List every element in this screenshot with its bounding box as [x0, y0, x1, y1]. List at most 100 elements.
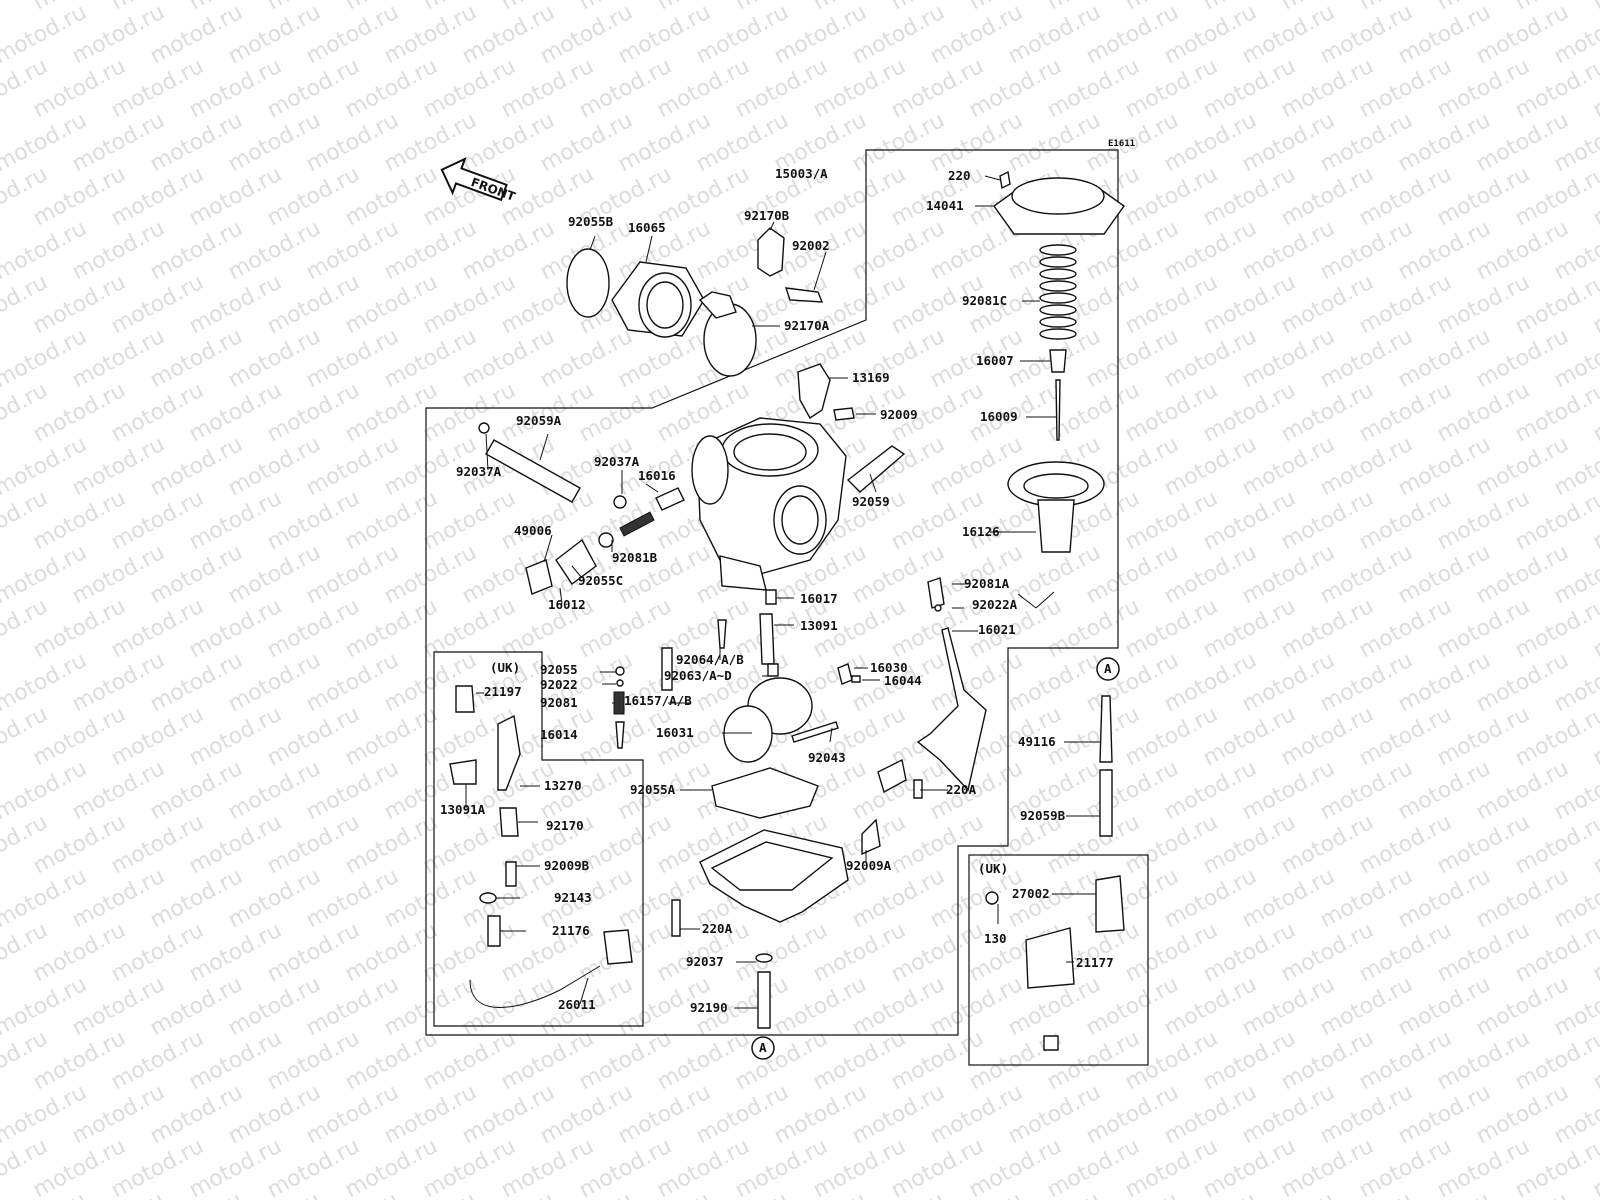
label-13169: 13169	[852, 370, 890, 385]
clip-92037	[755, 953, 773, 963]
spring-92081a	[927, 577, 945, 609]
spring-92081	[613, 691, 625, 715]
holder-13091a	[449, 759, 477, 785]
carburetor-body	[478, 363, 906, 595]
sensor-21176	[487, 915, 501, 947]
label-92009a: 92009A	[846, 858, 892, 873]
connector-markers: A A	[751, 657, 1120, 1060]
clip-92037a-right	[613, 495, 627, 509]
clip-16044	[851, 675, 861, 683]
tube-92059b	[1099, 769, 1113, 837]
label-13091a: 13091A	[440, 802, 486, 817]
o-ring-92055c	[598, 532, 614, 548]
label-92022a: 92022A	[972, 597, 1018, 612]
tube-92059	[846, 445, 906, 493]
clamp-92170	[499, 807, 519, 837]
screw-92009b	[505, 861, 517, 887]
clamp-screw-head	[698, 291, 737, 319]
label-16031: 16031	[656, 725, 694, 740]
label-92143: 92143	[554, 890, 592, 905]
label-92059: 92059	[852, 494, 890, 509]
label-16017: 16017	[800, 591, 838, 606]
connector-bottom-label: A	[759, 1040, 767, 1055]
label-16012: 16012	[548, 597, 586, 612]
watermark-text: motod.ru	[1589, 0, 1600, 15]
solenoid-21177	[1025, 927, 1075, 989]
label-92037: 92037	[686, 954, 724, 969]
washer-92022a	[934, 604, 942, 612]
label-49116: 49116	[1018, 734, 1056, 749]
diagram-code: E1611	[1108, 139, 1135, 149]
part-labels: E1611 15003/A 220 14041 92055B 16065 921…	[440, 139, 1135, 1015]
jet-16157	[661, 647, 673, 691]
label-130: 130	[984, 931, 1007, 946]
label-16126: 16126	[962, 524, 1000, 539]
label-92081b: 92081B	[612, 550, 658, 565]
label-16009: 16009	[980, 409, 1018, 424]
label-92002: 92002	[792, 238, 830, 253]
clamp-92170a	[703, 303, 757, 377]
o-ring-92055b	[566, 248, 610, 318]
connector-26011	[603, 929, 633, 965]
screw-92009a	[861, 818, 881, 856]
uk-label-right: (UK)	[978, 861, 1008, 876]
uk-label-left: (UK)	[490, 660, 520, 675]
screw-220a-upper	[913, 779, 923, 799]
label-16014: 16014	[540, 727, 578, 742]
float-bowl	[671, 767, 881, 1029]
o-ring-92055	[615, 666, 625, 676]
label-92022: 92022	[540, 677, 578, 692]
uk-box-right	[985, 875, 1125, 1051]
connector-tube	[1099, 695, 1113, 837]
leader-lines	[465, 175, 1100, 1009]
label-92063: 92063/A~D	[664, 668, 732, 683]
connector-top-label: A	[1104, 661, 1112, 676]
bracket-13270	[497, 714, 521, 791]
jet-16017	[765, 589, 777, 605]
label-13270: 13270	[544, 778, 582, 793]
uk-box-left	[449, 685, 633, 1008]
label-16065: 16065	[628, 220, 666, 235]
tube-49116	[1099, 695, 1113, 763]
cap-49006	[525, 559, 553, 595]
jet-92064	[717, 619, 727, 649]
label-92081a: 92081A	[964, 576, 1010, 591]
label-21176: 21176	[552, 923, 590, 938]
valve-21197	[455, 685, 475, 713]
needle-16009	[1055, 379, 1061, 441]
label-92190: 92190	[690, 1000, 728, 1015]
screw-92009	[833, 407, 855, 421]
washer-92063	[767, 663, 779, 677]
label-92037a-left: 92037A	[456, 464, 502, 479]
label-27002: 27002	[1012, 886, 1050, 901]
tube-92190	[757, 971, 771, 1029]
washer-92143	[479, 892, 497, 904]
label-16044: 16044	[884, 673, 922, 688]
label-92059a: 92059A	[516, 413, 562, 428]
cable-adjuster	[877, 758, 907, 794]
label-220: 220	[948, 168, 971, 183]
screw-92002	[784, 287, 824, 303]
clamp-92170b	[757, 227, 785, 277]
label-92009: 92009	[880, 407, 918, 422]
label-49006: 49006	[514, 523, 552, 538]
label-26011: 26011	[558, 997, 596, 1012]
clip-92037a-left	[478, 422, 490, 434]
screw-220a-lower	[671, 899, 681, 937]
jet-13091	[759, 613, 775, 665]
label-92059b: 92059B	[1020, 808, 1066, 823]
label-92043: 92043	[808, 750, 846, 765]
bolt-130	[985, 891, 999, 905]
label-15003a: 15003/A	[775, 166, 828, 181]
intake-holder	[566, 227, 824, 377]
label-92081: 92081	[540, 695, 578, 710]
label-13091: 13091	[800, 618, 838, 633]
label-92055b: 92055B	[568, 214, 614, 229]
spring-92081c	[1039, 244, 1077, 340]
spring-92081b	[619, 511, 655, 537]
holder-16007	[1049, 349, 1067, 373]
bracket-13169	[797, 363, 831, 420]
cover-diaphragm	[993, 170, 1125, 553]
label-16016: 16016	[638, 468, 676, 483]
